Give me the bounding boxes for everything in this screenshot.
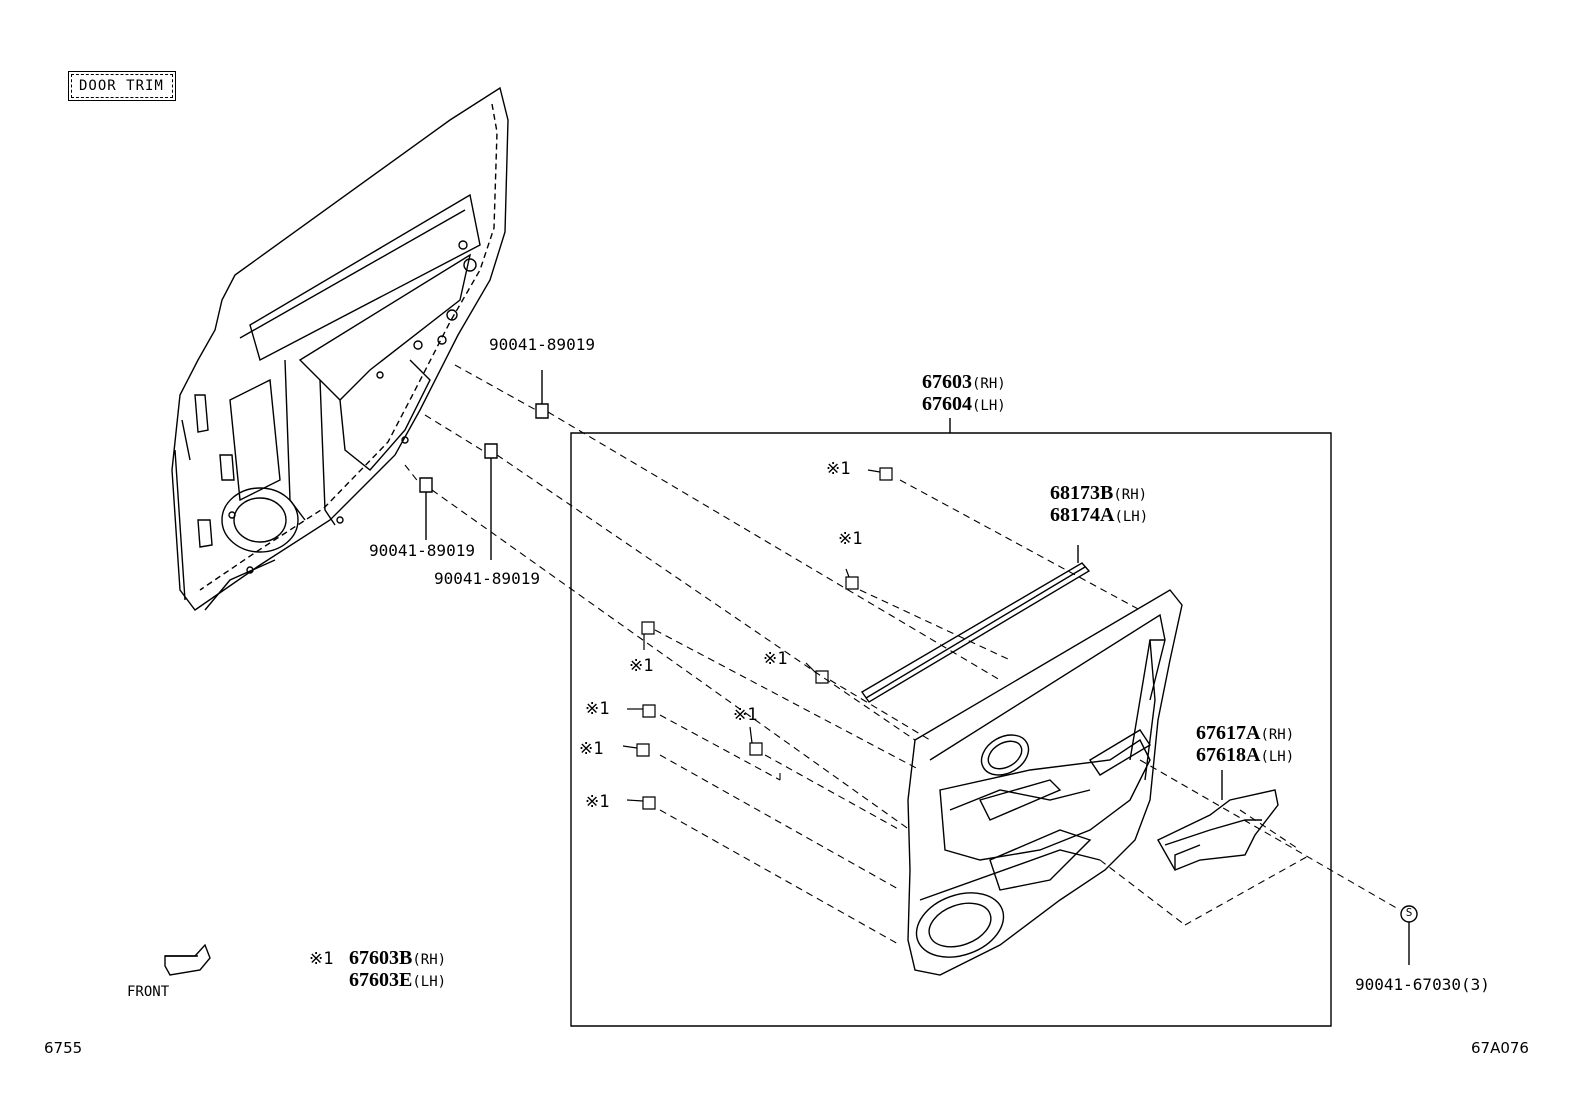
side-marker: (LH) xyxy=(972,398,1006,414)
weatherstrip-rh-label: 68173B(RH) xyxy=(1050,483,1147,506)
note-marker: ※1 xyxy=(309,949,334,969)
clip-marker: ※1 xyxy=(838,529,863,549)
clip-marker: ※1 xyxy=(763,649,788,669)
clip-marker: ※1 xyxy=(733,705,758,725)
side-marker: (LH) xyxy=(1114,509,1149,525)
clip-top-label: 90041-89019 xyxy=(489,335,595,354)
side-marker: (LH) xyxy=(412,974,447,990)
clip-left-a-label: 90041-89019 xyxy=(369,541,475,560)
clip-left-b-label: 90041-89019 xyxy=(434,569,540,588)
clip-marker: ※1 xyxy=(629,656,654,676)
front-arrow-icon xyxy=(165,945,210,975)
frame-clips xyxy=(420,370,548,560)
side-marker: (LH) xyxy=(1260,749,1295,765)
note-lh-label: 67603E(LH) xyxy=(349,970,446,993)
armrest-lh-label: 67618A(LH) xyxy=(1196,745,1294,768)
footer-left-code: 6755 xyxy=(44,1039,83,1057)
side-marker: (RH) xyxy=(412,952,447,968)
armrest-rh-label: 67617A(RH) xyxy=(1196,723,1294,746)
clip-marker: ※1 xyxy=(579,739,604,759)
weatherstrip-lh-label: 68174A(LH) xyxy=(1050,505,1148,528)
part-number: 68174A xyxy=(1050,504,1115,526)
screw-symbol xyxy=(1401,906,1417,965)
trim-panel-rh-label: 67603(RH) xyxy=(922,372,1006,395)
front-label: FRONT xyxy=(127,984,170,1000)
footer-right-code: 67A076 xyxy=(1471,1039,1529,1057)
side-marker: (RH) xyxy=(972,376,1006,392)
armrest-bracket xyxy=(1158,770,1278,870)
trim-clips xyxy=(623,468,892,809)
diagram-title: DOOR TRIM xyxy=(79,78,164,94)
part-number: 67603B xyxy=(349,947,413,969)
clip-marker: ※1 xyxy=(585,699,610,719)
part-number: 67603E xyxy=(349,969,413,991)
side-marker: (RH) xyxy=(1113,487,1148,503)
door-frame xyxy=(172,88,508,610)
part-number: 67604 xyxy=(922,393,972,415)
weatherstrip xyxy=(862,545,1089,702)
part-number: 67603 xyxy=(922,371,972,393)
part-number: 67617A xyxy=(1196,722,1261,744)
diagram-title-box: DOOR TRIM xyxy=(68,71,176,101)
screw-symbol-letter: S xyxy=(1405,906,1413,919)
part-number: 68173B xyxy=(1050,482,1114,504)
part-number: 67618A xyxy=(1196,744,1261,766)
side-marker: (RH) xyxy=(1260,727,1295,743)
trim-group-box xyxy=(571,433,1331,1026)
note-rh-label: 67603B(RH) xyxy=(349,948,446,971)
trim-panel-lh-label: 67604(LH) xyxy=(922,394,1006,417)
door-trim-panel xyxy=(907,590,1182,975)
clip-marker: ※1 xyxy=(826,459,851,479)
assembly-lines xyxy=(405,365,1400,945)
clip-marker: ※1 xyxy=(585,792,610,812)
screw-label: 90041-67030(3) xyxy=(1355,975,1490,994)
